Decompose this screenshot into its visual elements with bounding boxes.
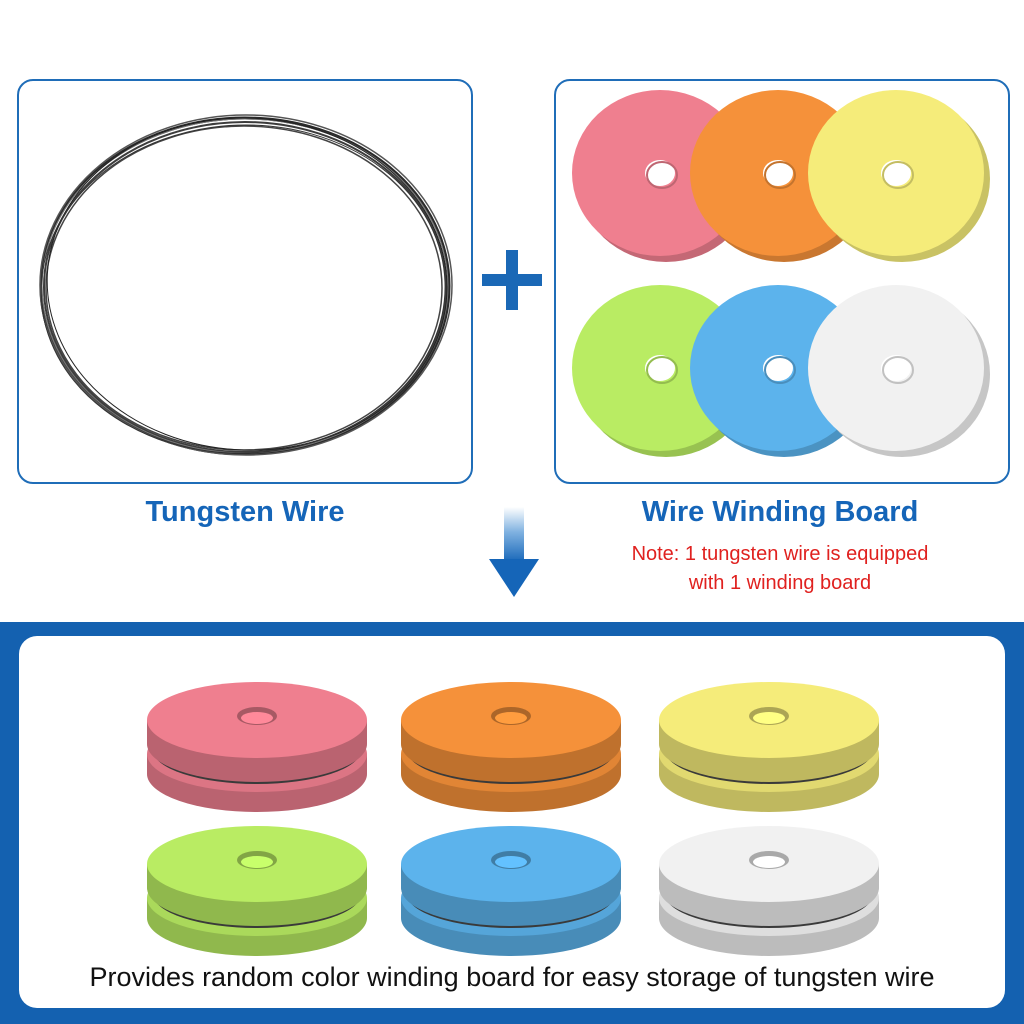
tungsten-wire-coil-image	[39, 114, 453, 456]
note-line-1: Note: 1 tungsten wire is equipped	[631, 543, 929, 565]
note-text: Note: 1 tungsten wire is equipped with 1…	[554, 540, 1006, 598]
winding-board-panel	[554, 79, 1010, 484]
winding-spools	[147, 682, 879, 956]
winding-spool-blue	[401, 826, 621, 956]
winding-board-disks	[572, 90, 990, 457]
winding-board-disk-white	[808, 285, 990, 457]
tungsten-wire-panel	[17, 79, 473, 484]
bottom-showcase-panel: Provides random color winding board for …	[19, 636, 1005, 1008]
note-line-2: with 1 winding board	[688, 572, 872, 594]
arrow-down-icon	[489, 507, 539, 597]
bottom-caption: Provides random color winding board for …	[89, 962, 935, 992]
winding-spool-pink	[147, 682, 367, 812]
winding-spool-yellow	[659, 682, 879, 812]
tungsten-wire-label: Tungsten Wire	[145, 496, 345, 528]
plus-icon	[482, 250, 542, 310]
winding-spool-white	[659, 826, 879, 956]
winding-spool-green	[147, 826, 367, 956]
winding-spool-orange	[401, 682, 621, 812]
winding-board-disk-yellow	[808, 90, 990, 262]
wire-winding-board-label: Wire Winding Board	[641, 496, 919, 528]
